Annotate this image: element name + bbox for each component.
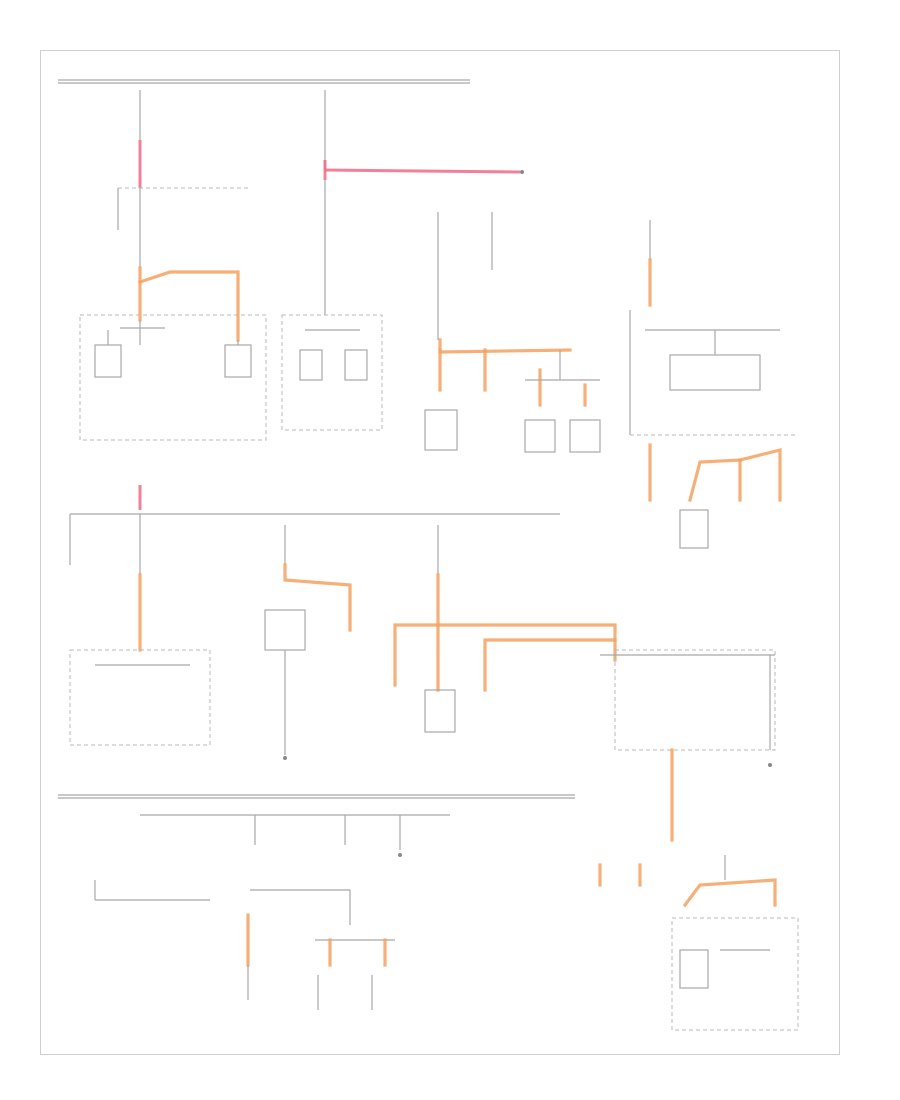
relay-circuit [264, 525, 352, 760]
bottom-left-circuit [94, 815, 402, 1010]
right-top-circuit [629, 220, 795, 549]
bottom-right-circuit [598, 855, 799, 1031]
lower-bus [58, 794, 575, 816]
center-right-circuit [424, 212, 601, 453]
center-middle-circuit [393, 525, 776, 842]
left-seat-circuit [79, 90, 267, 441]
center-top-circuit [281, 90, 524, 431]
left-middle-circuit [69, 514, 211, 746]
mid-bus [69, 485, 560, 565]
diagram-frame [40, 50, 840, 1055]
top-bus [58, 79, 470, 84]
